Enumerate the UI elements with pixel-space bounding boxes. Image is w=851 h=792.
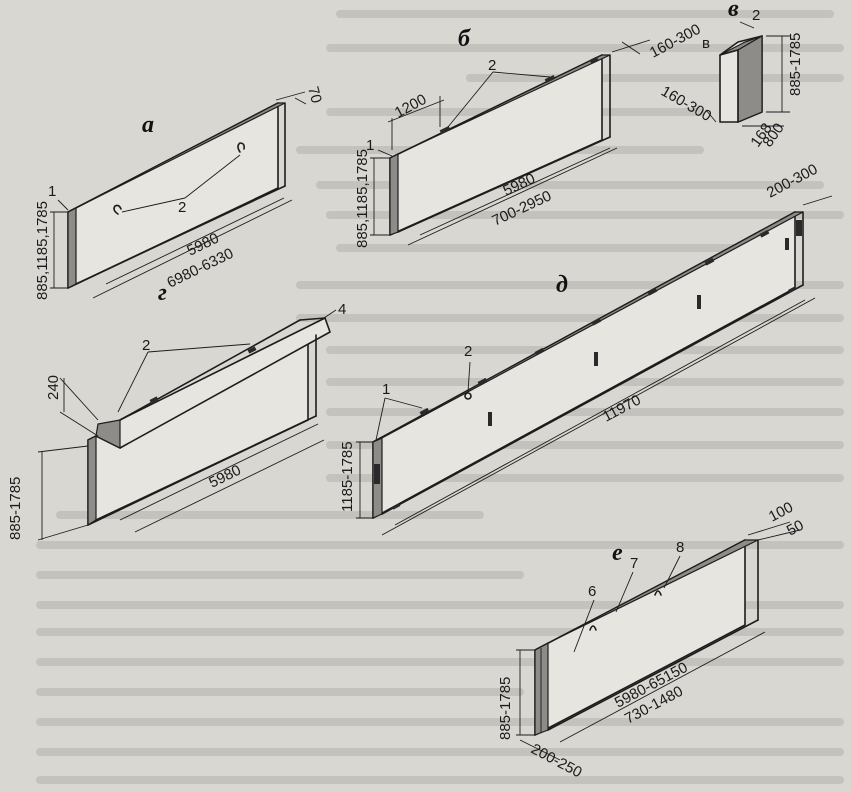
figure-a-callout-1: 1 bbox=[48, 183, 56, 200]
figure-b-height-dim: 885,1185,1785 bbox=[354, 149, 371, 248]
figure-v-block bbox=[705, 21, 790, 127]
figure-b-panel bbox=[370, 39, 651, 246]
figure-a-callout-2: 2 bbox=[178, 199, 186, 216]
figure-v-callout-2: 2 bbox=[752, 7, 760, 24]
figure-b-callout-2: 2 bbox=[488, 57, 496, 74]
figure-g-panel bbox=[37, 309, 337, 541]
figure-d-letter: д bbox=[556, 272, 568, 298]
figure-e-callout-7: 7 bbox=[630, 555, 638, 572]
figure-d-callout-1: 1 bbox=[382, 381, 390, 398]
figure-b-length-dim: 700-2950 bbox=[490, 187, 555, 229]
figure-e-top-dim-2: 50 bbox=[784, 517, 807, 540]
figure-b-thickness-suffix: в bbox=[702, 35, 710, 52]
figure-b-spacing-dim: 1200 bbox=[392, 91, 429, 122]
figure-a-height-dim: 885,1185,1785 bbox=[34, 201, 51, 300]
figure-b-thickness-dim: 160-300 bbox=[647, 21, 704, 62]
figure-v-letter: в bbox=[728, 0, 739, 22]
figure-d-panel bbox=[356, 195, 833, 536]
figure-d-length-dim: 11970 bbox=[600, 391, 644, 425]
figure-g-callout-4: 4 bbox=[338, 301, 346, 318]
figure-g-height-dim: 885-1785 bbox=[7, 477, 24, 540]
figure-b-letter: б bbox=[458, 26, 471, 52]
figure-d-height-dim: 1185-1785 bbox=[339, 441, 356, 512]
figure-e-callout-6: 6 bbox=[588, 583, 596, 600]
figure-e-letter: е bbox=[612, 540, 623, 566]
figure-b-callout-1: 1 bbox=[366, 137, 374, 154]
figure-g-rib-dim: 240 bbox=[45, 375, 62, 400]
figure-v-height-dim: 885-1785 bbox=[787, 33, 804, 96]
figure-a-thickness-dim: 70 bbox=[304, 85, 325, 106]
figure-v-depth-dim: 160-300 bbox=[658, 83, 714, 125]
figure-e-thickness-dim: 200-250 bbox=[528, 741, 585, 782]
figure-a-letter: а bbox=[142, 112, 154, 138]
figure-g-letter: г bbox=[158, 280, 167, 306]
figure-g-callout-2: 2 bbox=[142, 337, 150, 354]
figure-e-callout-8: 8 bbox=[676, 539, 684, 556]
figure-d-callout-2: 2 bbox=[464, 343, 472, 360]
figure-e-panel bbox=[516, 521, 801, 761]
figure-e-height-dim: 885-1785 bbox=[497, 677, 514, 740]
figure-a-panel bbox=[50, 91, 307, 299]
